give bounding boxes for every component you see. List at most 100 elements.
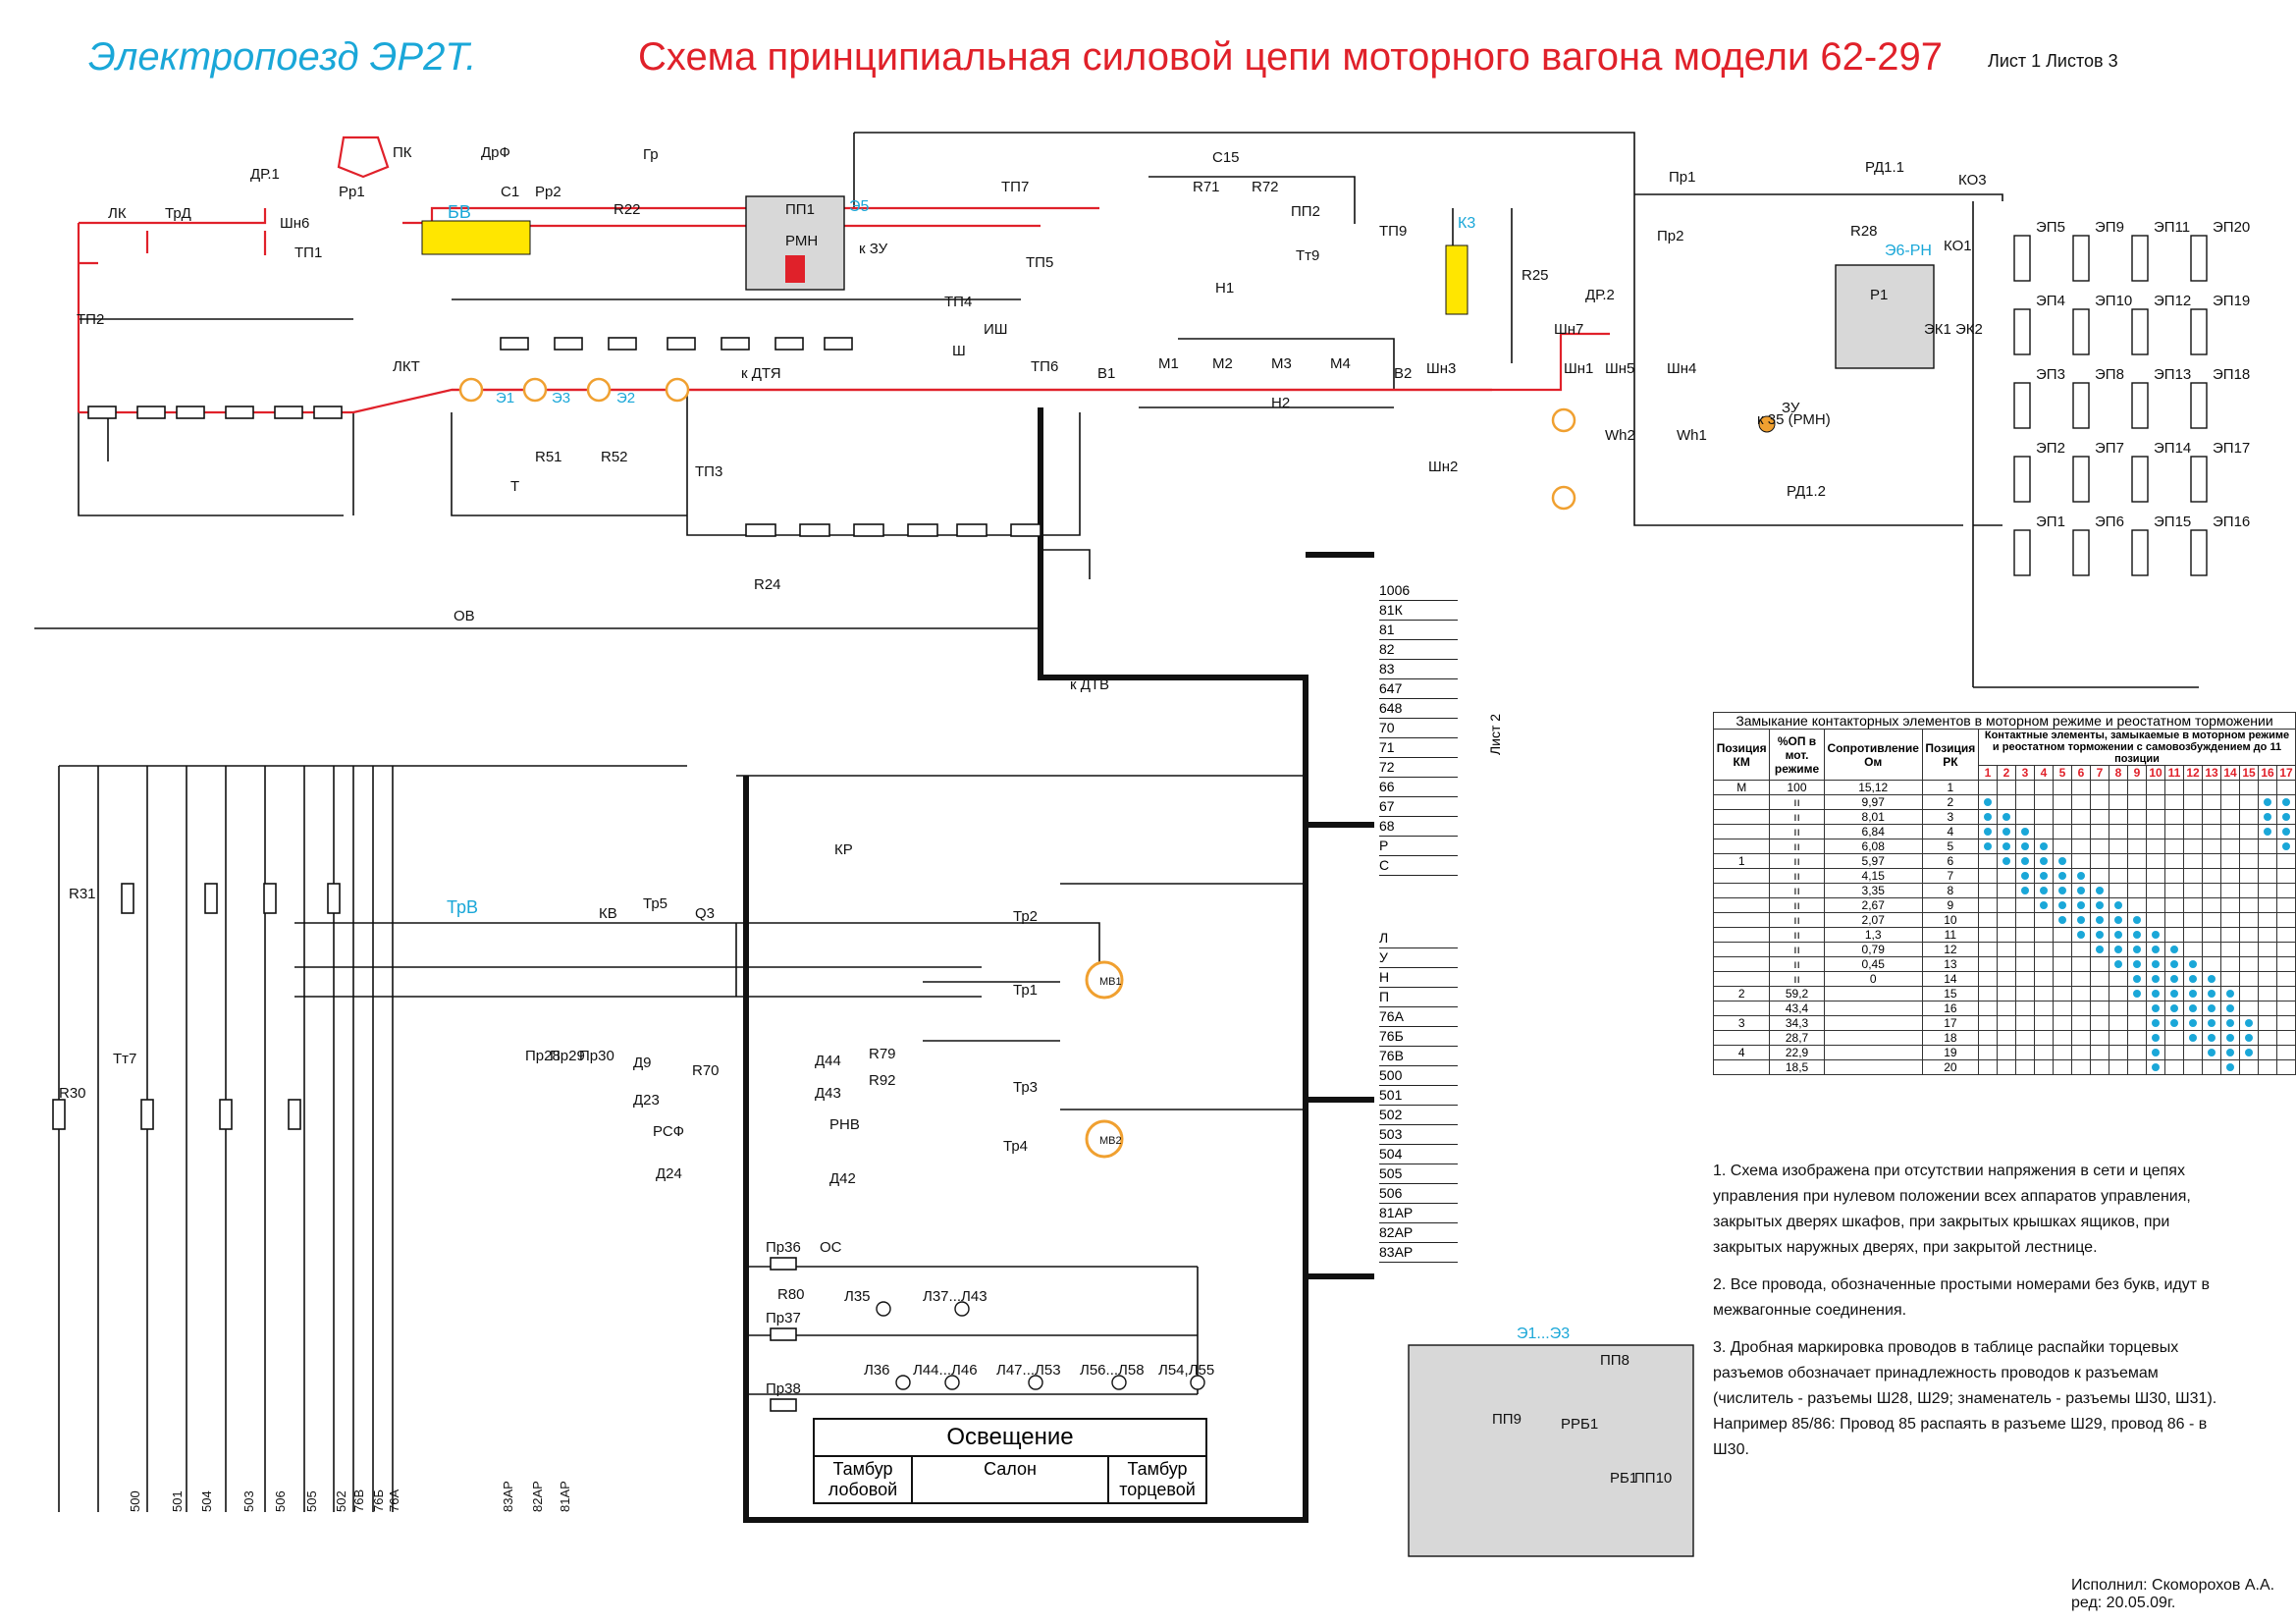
cell-dot (2109, 956, 2128, 972)
cell-res: 3,35 (1823, 883, 1923, 898)
label-tr2: Тр2 (1013, 908, 1038, 925)
resistor-r14 (956, 523, 988, 537)
label-d43: Д43 (815, 1085, 841, 1102)
bottom-wire: 82АР (530, 1481, 545, 1512)
closed-contact-dot (2096, 916, 2104, 924)
cell-dot (1978, 853, 1998, 869)
cell-dot (2127, 971, 2147, 987)
cell-rk: 20 (1921, 1059, 1980, 1075)
cell-km (1712, 1001, 1771, 1016)
cell-rk: 12 (1921, 942, 1980, 957)
label-r51: R51 (535, 449, 562, 465)
light-wires (746, 1266, 1199, 1395)
cell-dot (2053, 824, 2072, 839)
cell-dot (2015, 897, 2035, 913)
cell-dot (2276, 942, 2296, 957)
cell-dot (2258, 942, 2277, 957)
label-v2: В2 (1394, 365, 1412, 382)
cell-op: ıı (1769, 897, 1825, 913)
cell-rk: 14 (1921, 971, 1980, 987)
ep-heater (2013, 456, 2031, 503)
cell-dot (1978, 868, 1998, 884)
cell-dot (2090, 839, 2109, 854)
cell-dot (2202, 853, 2221, 869)
cell-op: ıı (1769, 868, 1825, 884)
cell-dot (2276, 853, 2296, 869)
cell-dot (1997, 883, 2016, 898)
bottom-wire: 500 (128, 1490, 142, 1512)
label-bv: БВ (448, 202, 471, 222)
label-tp3: ТП3 (695, 463, 722, 480)
cell-op: ıı (1769, 912, 1825, 928)
closed-contact-dot (2021, 842, 2029, 850)
closed-contact-dot (2133, 990, 2141, 998)
lamp-label: Л47...Л53 (996, 1362, 1061, 1379)
cell-dot (1978, 1001, 1998, 1016)
cell-dot (2015, 956, 2035, 972)
cell-rk: 9 (1921, 897, 1980, 913)
cell-km (1712, 971, 1771, 987)
cell-dot (2164, 1059, 2184, 1075)
cell-dot (2258, 1045, 2277, 1060)
cell-dot (2183, 971, 2203, 987)
closed-contact-dot (2058, 901, 2066, 909)
e1e3-panel (1408, 1344, 1694, 1557)
wire-list-item: 502 (1379, 1106, 1458, 1125)
control-resistor-3 (327, 883, 341, 914)
control-verticals (34, 627, 1041, 1512)
resistor-r15 (1010, 523, 1041, 537)
closed-contact-dot (2189, 1004, 2197, 1012)
cell-dot (2220, 1001, 2240, 1016)
cell-op: ıı (1769, 809, 1825, 825)
cell-dot (2239, 942, 2259, 957)
closed-contact-dot (2189, 1034, 2197, 1042)
label-tp6: ТП6 (1031, 358, 1058, 375)
th-element-col: 2 (1997, 765, 2016, 781)
ep-heater (2131, 456, 2149, 503)
cell-dot (2053, 1059, 2072, 1075)
cell-op: 22,9 (1769, 1045, 1825, 1060)
resistor-upper-6 (824, 337, 853, 351)
cell-rk: 16 (1921, 1001, 1980, 1016)
cell-dot (2146, 1015, 2165, 1031)
label-pr30: Пр30 (579, 1048, 614, 1064)
cell-dot (2071, 809, 2091, 825)
ep-heater (2013, 529, 2031, 576)
closed-contact-dot (2282, 828, 2290, 836)
label-r24: R24 (754, 576, 781, 593)
ep-label: ЭП7 (2095, 440, 2124, 457)
cell-km (1712, 839, 1771, 854)
cell-op: ıı (1769, 942, 1825, 957)
closed-contact-dot (2152, 1019, 2160, 1027)
wire-list-item: 71 (1379, 738, 1458, 758)
cell-km: 3 (1712, 1015, 1771, 1031)
closed-contact-dot (2040, 872, 2048, 880)
mv2-motor (1085, 1119, 1124, 1159)
cell-dot (2202, 794, 2221, 810)
cell-dot (2239, 1030, 2259, 1046)
closed-contact-dot (2264, 828, 2271, 836)
cell-dot (2239, 868, 2259, 884)
cell-dot (2276, 986, 2296, 1001)
cell-dot (2276, 912, 2296, 928)
cell-dot (2109, 1045, 2128, 1060)
cell-km (1712, 912, 1771, 928)
cell-dot (2202, 897, 2221, 913)
cell-dot (2202, 868, 2221, 884)
cell-dot (2053, 780, 2072, 795)
wire-list-item: П (1379, 988, 1458, 1007)
label-rnv: РНВ (829, 1116, 860, 1133)
cell-dot (1997, 824, 2016, 839)
cell-dot (2202, 1001, 2221, 1016)
note-1: 1. Схема изображена при отсутствии напря… (1713, 1163, 2191, 1256)
cell-dot (2015, 927, 2035, 943)
closed-contact-dot (2282, 842, 2290, 850)
th-res: Сопротивление Ом (1823, 729, 1923, 781)
cell-dot (1978, 1059, 1998, 1075)
